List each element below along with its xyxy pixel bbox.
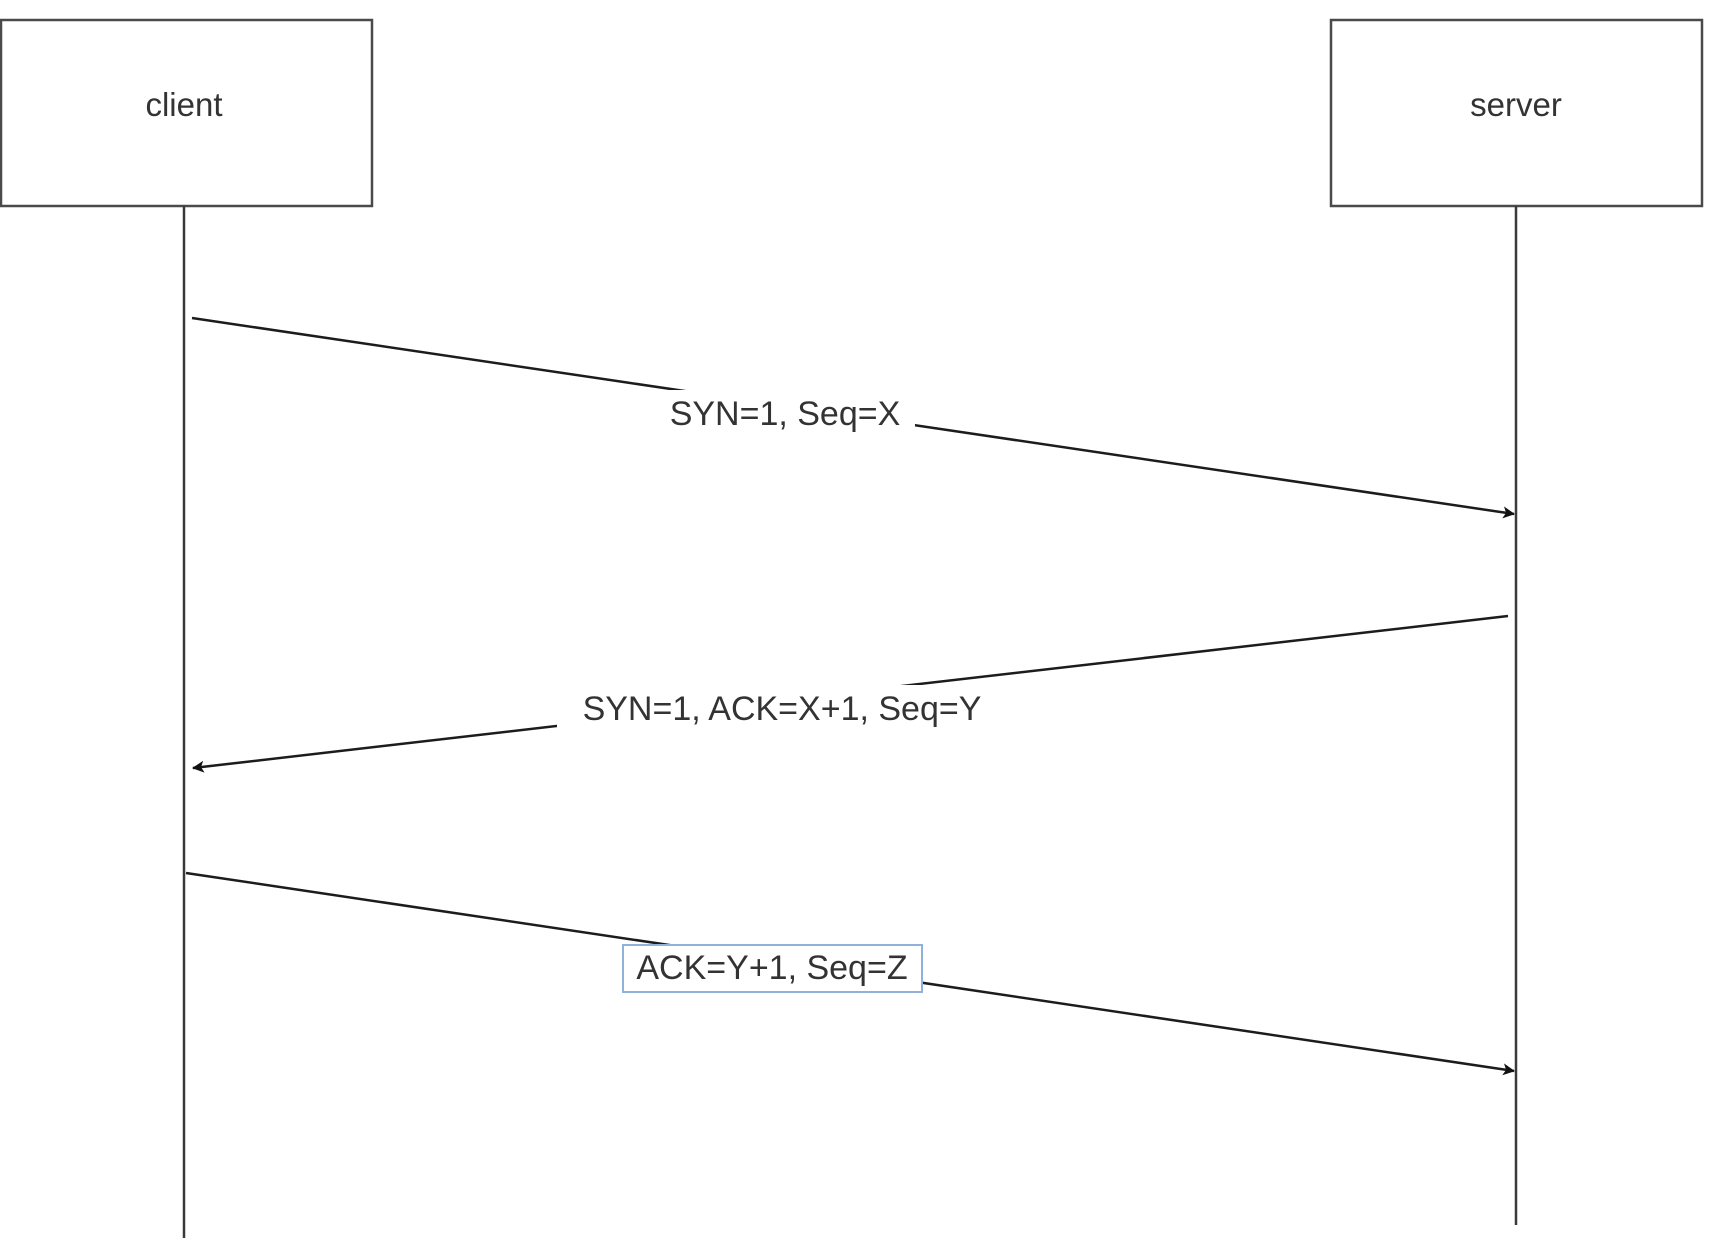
message-syn-label-bg [655, 390, 915, 438]
server-box[interactable] [1329, 18, 1704, 208]
message-syn[interactable]: SYN=1, Seq=X [191, 316, 1515, 519]
participant-client[interactable]: client [0, 18, 374, 208]
message-syn-ack-label: SYN=1, ACK=X+1, Seq=Y [583, 690, 982, 728]
client-box[interactable] [0, 18, 374, 208]
message-ack-label-bg [623, 945, 922, 992]
client-label: client [145, 86, 222, 123]
participant-server[interactable]: server [1329, 18, 1704, 208]
message-syn-ack-label-bg [557, 685, 1007, 733]
message-syn-ack[interactable]: SYN=1, ACK=X+1, Seq=Y [192, 614, 1509, 773]
server-label: server [1470, 86, 1562, 123]
message-ack-label[interactable]: ACK=Y+1, Seq=Z [636, 949, 907, 987]
message-ack[interactable]: ACK=Y+1, Seq=Z [185, 871, 1515, 1076]
message-syn-label: SYN=1, Seq=X [670, 395, 901, 433]
message-ack-selection-box[interactable] [622, 944, 923, 993]
